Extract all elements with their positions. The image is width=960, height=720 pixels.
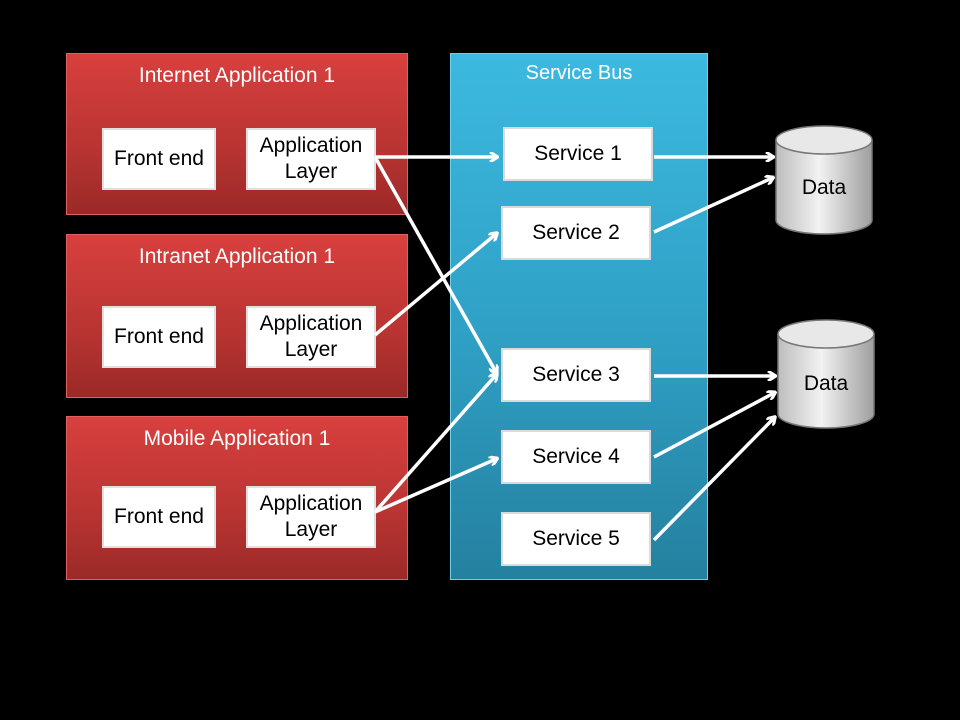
- app-title: Mobile Application 1: [143, 427, 331, 450]
- front-end-box: Front end: [102, 128, 216, 190]
- arrow-mobile-to-service-3: [373, 375, 496, 514]
- application-layer-box: Application Layer: [246, 306, 376, 368]
- data-store-label: Data: [801, 176, 847, 199]
- service-4-box: Service 4: [501, 430, 651, 484]
- arrow-internet-to-service-3: [373, 156, 496, 372]
- mobile-app-panel: Mobile Application 1 Front end Applicati…: [66, 416, 408, 580]
- arrow-intranet-to-service-2: [373, 234, 496, 337]
- arrow-service-5-to-data-2: [652, 418, 774, 542]
- app-title: Intranet Application 1: [138, 245, 336, 268]
- service-3-box: Service 3: [501, 348, 651, 402]
- database-cylinder-icon: [775, 125, 873, 235]
- application-layer-box: Application Layer: [246, 486, 376, 548]
- service-1-box: Service 1: [503, 127, 653, 181]
- database-cylinder-icon: [777, 319, 875, 429]
- arrow-mobile-to-service-4: [374, 459, 496, 514]
- data-store-label: Data: [803, 372, 849, 395]
- arrow-service-4-to-data-2: [653, 393, 774, 459]
- front-end-box: Front end: [102, 486, 216, 548]
- intranet-app-panel: Intranet Application 1 Front end Applica…: [66, 234, 408, 398]
- app-title: Internet Application 1: [138, 64, 336, 87]
- internet-app-panel: Internet Application 1 Front end Applica…: [66, 53, 408, 215]
- arrow-service-2-to-data-1: [653, 178, 772, 234]
- application-layer-box: Application Layer: [246, 128, 376, 190]
- service-5-box: Service 5: [501, 512, 651, 566]
- service-bus-panel: Service Bus Service 1 Service 2 Service …: [450, 53, 708, 580]
- front-end-box: Front end: [102, 306, 216, 368]
- service-2-box: Service 2: [501, 206, 651, 260]
- service-bus-title: Service Bus: [525, 62, 633, 84]
